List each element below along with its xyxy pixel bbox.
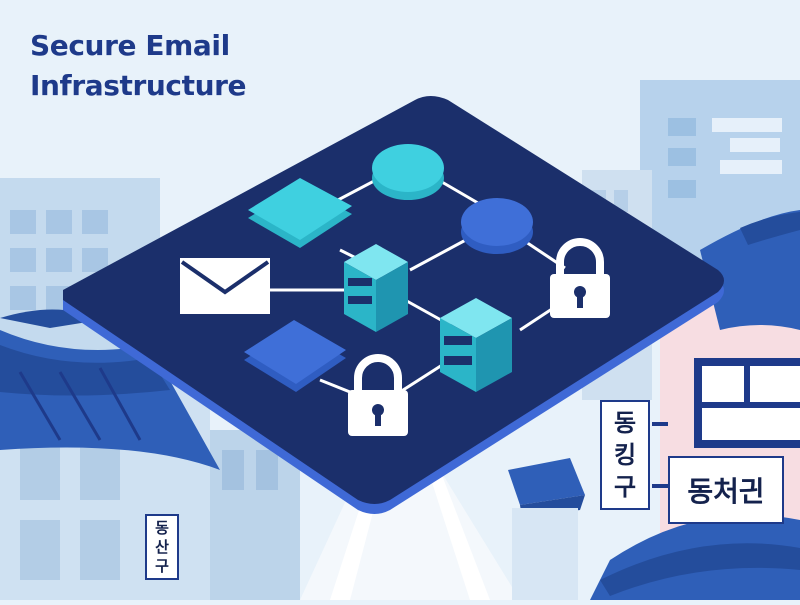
right-hanok-roof [590, 210, 800, 600]
small-awning [508, 458, 585, 600]
envelope-icon [180, 258, 270, 314]
sign-left-char-3: 구 [155, 556, 169, 575]
hanok-roof-icon [0, 309, 220, 470]
server-icon-2 [440, 298, 512, 392]
sign-right-text: 동처긘 [687, 475, 765, 508]
sign-left-char-2: 산 [155, 537, 169, 556]
sign-mid-char-1: 동 [613, 409, 637, 437]
padlock-icon [550, 238, 610, 318]
title-line-2: Infrastructure [30, 69, 247, 102]
padlock-icon-2 [348, 354, 408, 436]
street-sign-vertical: 동 킹 구 [600, 400, 650, 510]
title-line-1: Secure Email [30, 29, 230, 62]
sign-left-char-1: 동 [155, 518, 169, 537]
node-circle-icon-2 [461, 198, 533, 254]
node-square-icon-2 [244, 320, 346, 392]
sign-mid-char-2: 킹 [613, 441, 637, 469]
sign-mid-char-3: 구 [613, 473, 637, 501]
server-icon [344, 244, 408, 332]
page-title: Secure Email Infrastructure [30, 26, 247, 106]
street-sign-horizontal: 동처긘 [668, 456, 784, 524]
node-square-icon [248, 178, 352, 248]
street-sign-left: 동 산 구 [145, 514, 179, 580]
node-circle-icon [372, 144, 444, 200]
